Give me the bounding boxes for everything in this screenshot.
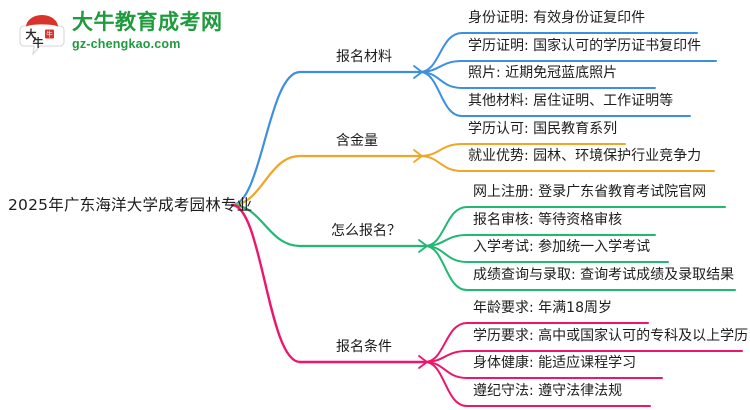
- leaf-label-shenfenzhengming[interactable]: 身份证明: 有效身份证复印件: [468, 10, 646, 26]
- leaf-label-chengjichaxun[interactable]: 成绩查询与录取: 查询考试成绩及录取结果: [473, 267, 735, 283]
- branch-label-baomingtiaojian[interactable]: 报名条件: [336, 339, 392, 355]
- leaf-label-xuelizhengming[interactable]: 学历证明: 国家认可的学历证书复印件: [468, 38, 702, 54]
- leaf-label-xuelirenke[interactable]: 学历认可: 国民教育系列: [468, 121, 618, 137]
- svg-text:牛: 牛: [33, 36, 44, 50]
- leaf-label-nianlingyaoqiu[interactable]: 年龄要求: 年满18周岁: [473, 300, 612, 316]
- leaf-label-ruxuekaoshi[interactable]: 入学考试: 参加统一入学考试: [473, 239, 651, 255]
- branch-label-hanjinliang[interactable]: 含金量: [336, 133, 378, 149]
- branch-label-baomingcailiao[interactable]: 报名材料: [336, 49, 392, 65]
- logo-domain: gz-chengkao.com: [72, 37, 181, 51]
- leaf-label-xueliyaoqiu[interactable]: 学历要求: 高中或国家认可的专科及以上学历: [473, 328, 749, 344]
- branch-link-baomingcailiao: [230, 70, 422, 207]
- leaf-label-zhaopian[interactable]: 照片: 近期免冠蓝底照片: [468, 65, 618, 81]
- leaf-label-wangshangzhuce[interactable]: 网上注册: 登录广东省教育考试院官网: [473, 184, 707, 200]
- leaf-label-baomingshenhe[interactable]: 报名审核: 等待资格审核: [473, 212, 623, 228]
- leaf-label-zunjishoufa[interactable]: 遵纪守法: 遵守法律法规: [473, 383, 623, 399]
- leaf-label-shentijiankang[interactable]: 身体健康: 能适应课程学习: [473, 355, 637, 371]
- leaf-label-jiuyeyoushi[interactable]: 就业优势: 园林、环境保护行业竞争力: [468, 148, 702, 164]
- site-logo[interactable]: 牛 大 牛 大牛教育成考网 gz-chengkao.com: [18, 8, 238, 60]
- logo-site-name: 大牛教育成考网: [72, 10, 223, 34]
- leaf-label-qitacailiao[interactable]: 其他材料: 居住证明、工作证明等: [468, 93, 674, 109]
- root-node-label[interactable]: 2025年广东海洋大学成考园林专业: [8, 196, 253, 214]
- svg-text:牛: 牛: [46, 30, 53, 39]
- branch-label-zenmebaoming[interactable]: 怎么报名？: [331, 223, 401, 239]
- logo-text-block: 大牛教育成考网 gz-chengkao.com: [72, 10, 223, 52]
- bull-logo-icon: 牛 大 牛: [18, 10, 66, 56]
- branch-link-hanjinliang: [230, 154, 422, 207]
- svg-text:大: 大: [26, 27, 37, 41]
